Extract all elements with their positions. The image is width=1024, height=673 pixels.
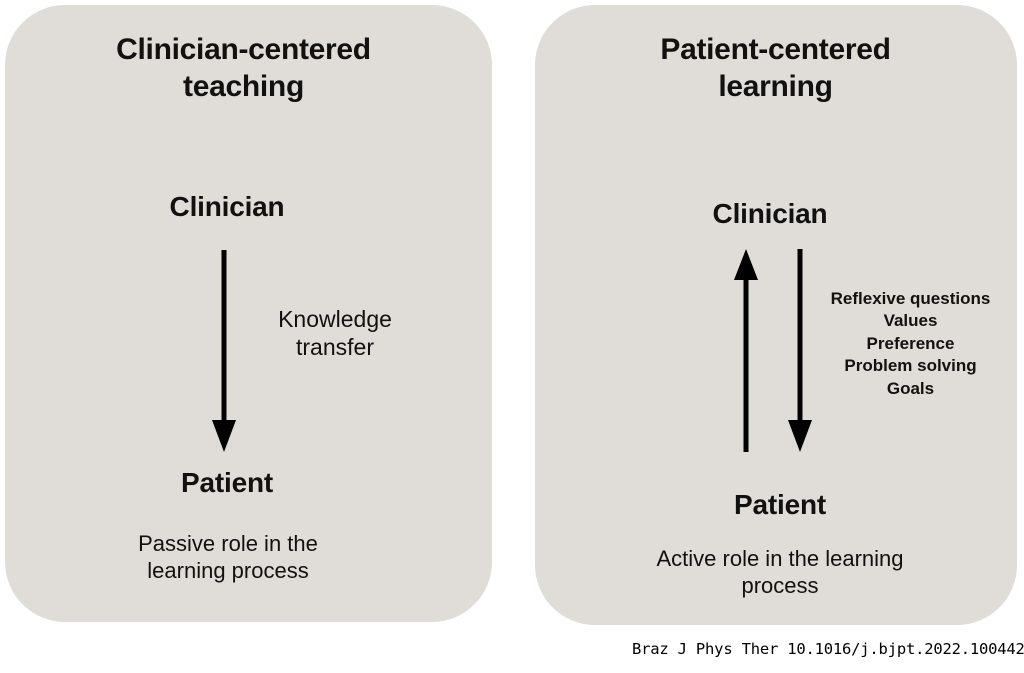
panel-patient-centered-bottom-caption: Active role in the learning process: [656, 546, 904, 598]
panel-patient-centered-top-node: Clinician: [712, 198, 828, 229]
panel-clinician-centered-top-node: Clinician: [169, 191, 285, 222]
patient-centered-edge-items: Reflexive questions Values Preference Pr…: [830, 289, 991, 398]
panel-clinician-centered-bottom-caption: Passive role in the learning process: [138, 531, 318, 583]
source-citation: Braz J Phys Ther 10.1016/j.bjpt.2022.100…: [632, 640, 1024, 658]
knowledge-transfer-down-arrow: [212, 250, 236, 452]
panel-patient-centered-title: Patient-centered learning: [660, 33, 891, 103]
knowledge-transfer-label: Knowledge transfer: [278, 306, 392, 361]
panel-clinician-centered-bottom-node: Patient: [181, 467, 273, 498]
panel-clinician-centered: [5, 5, 492, 622]
panel-clinician-centered-title: Clinician-centered teaching: [116, 33, 371, 103]
panel-patient-centered-bottom-node: Patient: [734, 489, 826, 520]
clinician-to-patient-down-arrow: [788, 249, 812, 452]
panel-patient-centered: [535, 5, 1017, 625]
patient-to-clinician-up-arrow: [734, 249, 758, 452]
